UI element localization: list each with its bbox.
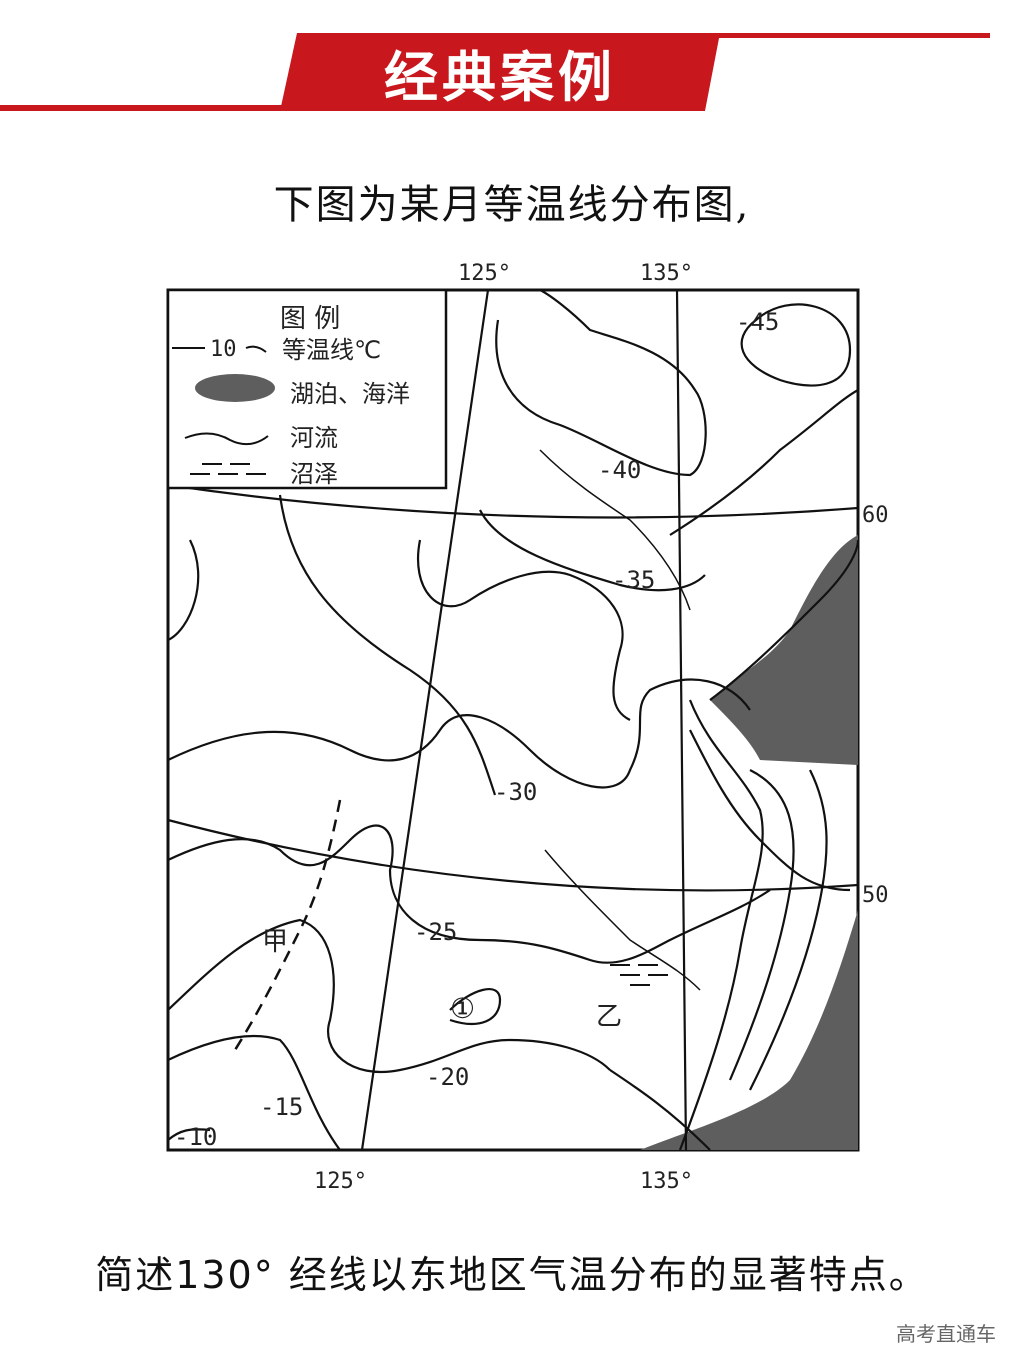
legend-river-label: 河流 — [290, 424, 338, 452]
isotherm-minus45 — [740, 303, 852, 387]
longitude-line-125 — [360, 289, 490, 1151]
longitude-line-135 — [675, 289, 688, 1151]
isotherm-minus10 — [167, 1128, 211, 1141]
isotherm-coastal-1 — [709, 539, 860, 701]
isotherm-minus25 — [167, 824, 771, 964]
legend-lake-label: 湖泊、海洋 — [290, 380, 410, 408]
isotherm-minus30-west — [167, 539, 200, 642]
sea-southeast — [640, 910, 858, 1150]
label-minus25: -25 — [414, 918, 457, 946]
legend-isotherm-label: 等温线℃ — [282, 336, 381, 364]
legend-lake-symbol — [195, 374, 275, 402]
isotherm-minus25-east — [689, 729, 851, 892]
place-label-jia: 甲 — [262, 927, 288, 957]
label-minus40: -40 — [598, 456, 641, 484]
longitude-label-top-135: 135° — [640, 261, 693, 286]
question-text: 简述130° 经线以东地区气温分布的显著特点。 — [95, 1253, 929, 1297]
isotherm-minus20-loop — [449, 988, 502, 1025]
latitude-line-60 — [167, 483, 859, 519]
isotherm-coastal-2 — [678, 699, 764, 1151]
legend-isotherm-sample: 10 — [210, 337, 237, 362]
label-minus15: -15 — [260, 1093, 303, 1121]
legend-title: 图 例 — [280, 304, 340, 334]
river-south — [544, 849, 701, 991]
label-minus20: -20 — [426, 1063, 469, 1091]
isotherm-minus35-east — [669, 389, 859, 536]
isotherm-minus20 — [167, 918, 611, 1073]
label-minus45: -45 — [736, 308, 779, 336]
isotherm-minus15 — [167, 1034, 341, 1151]
isotherm-minus35 — [278, 494, 497, 796]
isotherm-minus40 — [495, 289, 707, 477]
banner-parallelogram — [280, 33, 720, 111]
banner-right-rule — [710, 33, 990, 38]
isotherm-minus35-inner — [417, 539, 631, 721]
label-minus35: -35 — [612, 566, 655, 594]
label-minus10: -10 — [174, 1123, 217, 1151]
watermark: 高考直通车 — [896, 1322, 996, 1346]
legend-river-symbol — [184, 432, 269, 446]
isotherm-minus30 — [167, 678, 751, 789]
place-label-yi: 乙 — [596, 1002, 622, 1032]
header-banner: 经典案例 — [0, 0, 1024, 130]
banner-title: 经典案例 — [384, 45, 616, 109]
banner-shape — [0, 33, 990, 111]
place-label-circle-one: ① — [450, 992, 475, 1025]
legend-swamp-label: 沼泽 — [290, 460, 338, 488]
banner-left-rule — [0, 105, 290, 111]
isotherm-minus20-south — [609, 1069, 711, 1151]
longitude-label-bottom-125: 125° — [314, 1169, 367, 1194]
isotherm-minus40-south — [479, 509, 706, 592]
label-minus30: -30 — [494, 778, 537, 806]
longitude-label-top-125: 125° — [458, 261, 511, 286]
latitude-label-50: 50° — [862, 883, 890, 908]
dashed-line-jia — [233, 799, 342, 1051]
latitude-label-60: 60° — [862, 503, 890, 528]
legend-isotherm-line-right — [245, 345, 267, 353]
isotherm-coastal-4 — [749, 769, 828, 1091]
isotherm-coastal-3 — [728, 769, 795, 1081]
swamp-marks — [610, 964, 668, 986]
legend-swamp-symbol — [190, 463, 266, 475]
river-north — [539, 449, 691, 611]
isotherm-map: 图 例 10 等温线℃ 湖泊、海洋 河流 沼泽 — [166, 261, 890, 1194]
intro-text: 下图为某月等温线分布图, — [273, 182, 751, 228]
longitude-label-bottom-135: 135° — [640, 1169, 693, 1194]
map-legend: 图 例 10 等温线℃ 湖泊、海洋 河流 沼泽 — [166, 288, 448, 490]
